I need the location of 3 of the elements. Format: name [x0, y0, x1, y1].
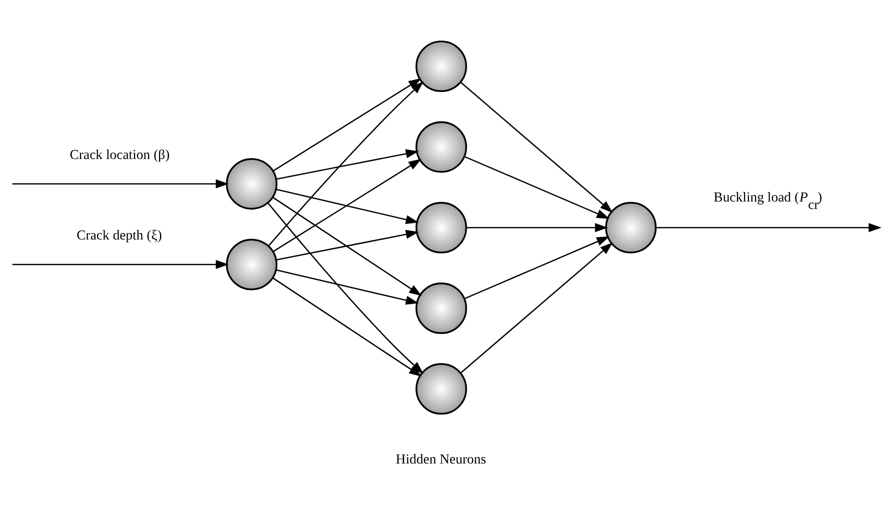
edge-label: Crack location (β) [70, 146, 170, 162]
edge-label: Crack depth (ξ) [76, 227, 162, 242]
label: Hidden Neurons [396, 451, 486, 466]
